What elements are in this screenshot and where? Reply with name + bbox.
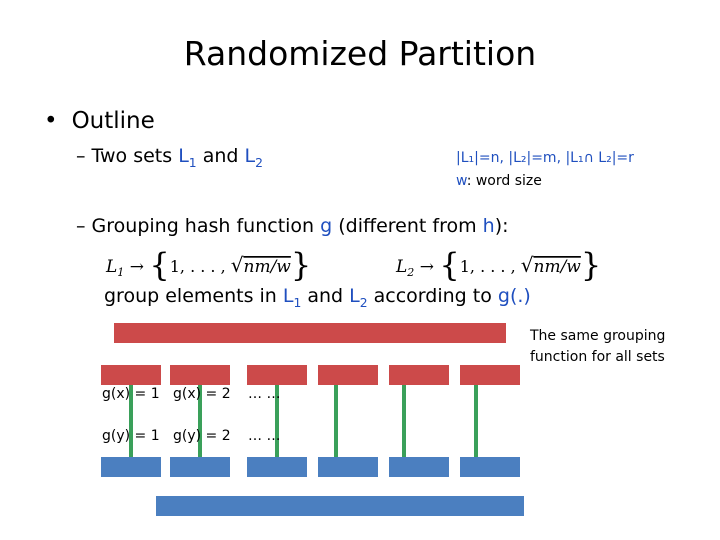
label-gx-1: g(x) = 1	[102, 386, 160, 402]
set-l1: L1	[282, 285, 302, 310]
set-l2: L2	[244, 145, 263, 170]
l2-group-5	[389, 457, 449, 477]
and-text: and	[301, 285, 350, 307]
label-gx-ellipsis: … …	[248, 386, 281, 402]
l1-group-2	[170, 365, 230, 385]
dash: –	[76, 215, 86, 237]
word-size-text: : word size	[466, 173, 542, 189]
g-function: g(.)	[497, 285, 531, 307]
group-elements-line: group elements in L1 and L2 according to…	[104, 285, 531, 310]
l2-group-6	[460, 457, 520, 477]
word-size-note: w: word size	[456, 170, 634, 193]
l1-group-4	[318, 365, 378, 385]
label-gy-1: g(y) = 1	[102, 428, 160, 444]
formula-l1: L1 → {1, . . . , √nm/w}	[105, 246, 311, 284]
label-gy-ellipsis: … …	[248, 428, 281, 444]
l-letter: L	[282, 285, 294, 307]
set-l1: L1	[178, 145, 197, 170]
l-letter: L	[349, 285, 360, 307]
g-symbol: g	[320, 215, 333, 237]
set-sizes: |L₁|=n, |L₂|=m, |L₁∩ L₂|=r	[456, 150, 634, 166]
l2-subscript: 2	[359, 295, 368, 310]
l-letter: L	[244, 145, 256, 167]
w-symbol: w	[456, 173, 467, 189]
slide-title: Randomized Partition	[183, 34, 537, 73]
group-text: group elements in	[104, 285, 283, 307]
set-l2-bar	[156, 496, 524, 516]
set-l2: L2	[349, 285, 368, 310]
same-note-line2: function for all sets	[530, 349, 665, 365]
l1-group-1	[101, 365, 161, 385]
same-grouping-note: The same grouping function for all sets	[530, 326, 665, 368]
label-gy-2: g(y) = 2	[173, 428, 231, 444]
l2-group-2	[170, 457, 230, 477]
formula-group: L1 → {1, . . . , √nm/w} L2 → {1, . . . ,…	[105, 246, 601, 284]
closing-text: ):	[494, 215, 509, 237]
two-sets-text: Two sets	[91, 145, 179, 167]
label-gx-2: g(x) = 2	[173, 386, 231, 402]
l-letter: L	[178, 145, 189, 167]
grouping-text: Grouping hash function	[91, 215, 321, 237]
set-l1-bar	[114, 323, 506, 343]
sub-bullet-grouping: – Grouping hash function g (different fr…	[76, 215, 509, 237]
h-symbol: h	[482, 215, 495, 237]
dash: –	[76, 145, 86, 167]
l2-group-4	[318, 457, 378, 477]
sub-bullet-two-sets: – Two sets L1 and L2	[76, 145, 263, 170]
l1-group-6	[460, 365, 520, 385]
l2-group-1	[101, 457, 161, 477]
outline-label: Outline	[71, 108, 155, 134]
l1-subscript: 1	[188, 155, 197, 170]
l1-group-3	[247, 365, 307, 385]
outline-bullet: • Outline	[44, 108, 155, 134]
formula-l2: L2 → {1, . . . , √nm/w}	[395, 246, 601, 284]
l1-subscript: 1	[293, 295, 302, 310]
set-size-notes: |L₁|=n, |L₂|=m, |L₁∩ L₂|=r w: word size	[456, 147, 634, 193]
bullet-dot: •	[44, 108, 58, 134]
different-text: (different from	[332, 215, 483, 237]
according-text: according to	[367, 285, 498, 307]
and-text: and	[196, 145, 245, 167]
l2-group-3	[247, 457, 307, 477]
l1-group-5	[389, 365, 449, 385]
l2-subscript: 2	[255, 155, 263, 170]
same-note-line1: The same grouping	[530, 328, 666, 344]
